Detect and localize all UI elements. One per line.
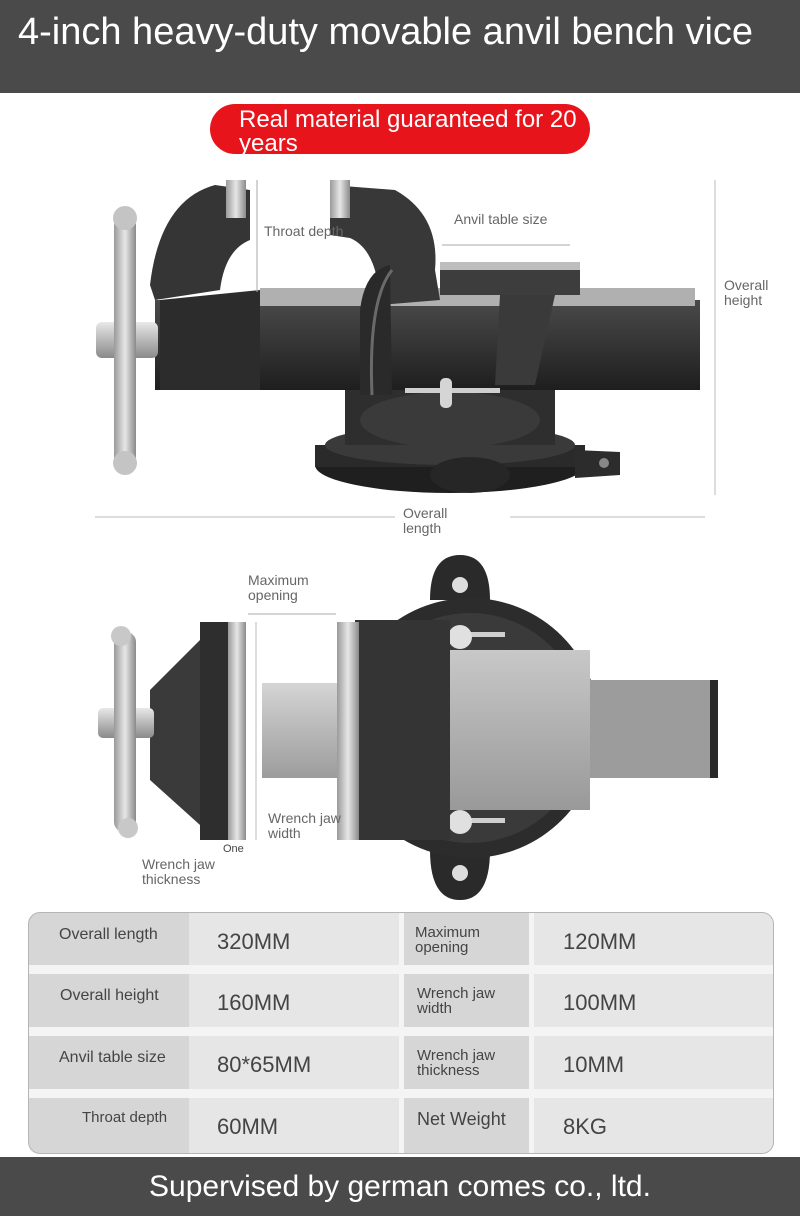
guarantee-badge: Real material guaranteed for 20 years [210, 104, 590, 154]
anvil-table-size-label: Anvil table size [454, 211, 548, 227]
overall-length-label: Overall length [403, 505, 448, 536]
vice-illustrations [95, 180, 718, 900]
guarantee-text: Real material guaranteed for 20 years [239, 106, 577, 155]
spec-value-maximum-opening: 120MM [563, 929, 637, 954]
spec-label-maximum-opening: Maximum opening [415, 924, 481, 956]
spec-label-overall-height: Overall height [60, 987, 159, 1004]
vice-side-view [95, 180, 716, 518]
wrench-jaw-thickness-label: Wrench jaw thickness [142, 856, 215, 887]
spec-value-overall-height: 160MM [217, 990, 291, 1015]
footer-text: Supervised by german comes co., ltd. [149, 1170, 651, 1203]
spec-value-wrench-jaw-thickness: 10MM [563, 1052, 625, 1077]
throat-depth-label: Throat depth [264, 223, 344, 239]
spec-label-wrench-jaw-width: Wrench jaw width [417, 985, 496, 1017]
overall-height-label: Overall height [724, 277, 769, 308]
spec-label-overall-length: Overall length [59, 926, 158, 943]
col-divider [529, 913, 534, 1153]
footer-bar: Supervised by german comes co., ltd. [0, 1157, 800, 1216]
maximum-opening-label: Maximum opening [248, 572, 309, 603]
page-title: 4-inch heavy-duty movable anvil bench vi… [18, 11, 754, 53]
spec-label-wrench-jaw-thickness: Wrench jaw thickness [417, 1047, 496, 1079]
spec-value-net-weight: 8KG [563, 1114, 608, 1139]
spec-value-wrench-jaw-width: 100MM [563, 990, 637, 1015]
spec-label-throat-depth: Throat depth [82, 1109, 168, 1126]
spec-table: Overall length 320MM Maximum opening 120… [28, 912, 774, 1154]
spec-value-throat-depth: 60MM [217, 1114, 279, 1139]
spec-label-anvil-table-size: Anvil table size [59, 1049, 166, 1066]
spec-value-anvil-table-size: 80*65MM [217, 1052, 312, 1077]
col-divider [399, 913, 404, 1153]
title-bar: 4-inch heavy-duty movable anvil bench vi… [0, 0, 800, 93]
spec-label-net-weight: Net Weight [417, 1109, 506, 1129]
wrench-jaw-width-label: Wrench jaw width [268, 810, 341, 841]
spec-value-overall-length: 320MM [217, 929, 291, 954]
one-label: One [223, 843, 244, 855]
vice-top-view [98, 555, 718, 900]
